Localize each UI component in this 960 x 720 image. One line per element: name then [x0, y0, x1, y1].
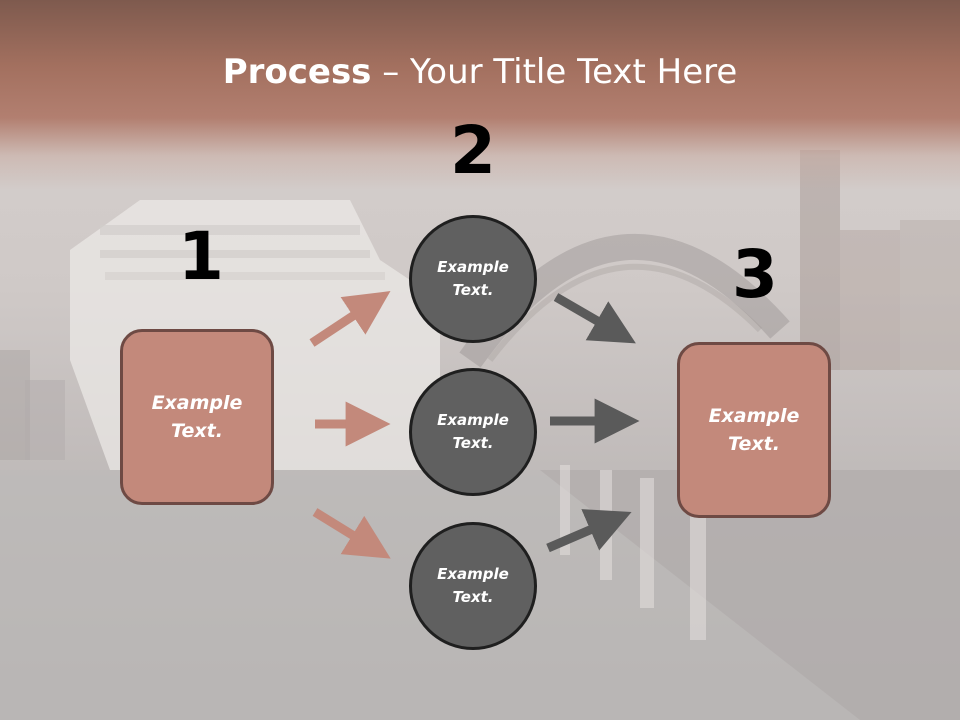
arrow-to-circle-bottom — [312, 508, 391, 559]
circle-bottom-label: Example Text. — [437, 564, 509, 606]
title-band — [0, 0, 960, 190]
arrow-from-circle-top — [553, 293, 636, 344]
step-3-box[interactable]: Example Text. — [677, 342, 831, 518]
title-bold: Process — [222, 52, 372, 92]
step-3-label: Example Text. — [708, 404, 800, 456]
circle-bottom[interactable]: Example Text. — [409, 522, 537, 650]
arrow-to-circle-top — [309, 291, 391, 347]
step-number-1: 1 — [178, 218, 224, 295]
circle-top[interactable]: Example Text. — [409, 215, 537, 343]
slide-title: Process – Your Title Text Here — [0, 52, 960, 92]
circle-middle[interactable]: Example Text. — [409, 368, 537, 496]
circle-top-label: Example Text. — [437, 257, 509, 299]
arrow-from-circle-bottom — [546, 509, 632, 553]
step-number-2: 2 — [450, 112, 496, 189]
title-rest: – Your Title Text Here — [371, 52, 738, 92]
circle-middle-label: Example Text. — [437, 410, 509, 452]
step-number-3: 3 — [732, 236, 778, 313]
step-1-label: Example Text. — [151, 391, 243, 443]
step-1-box[interactable]: Example Text. — [120, 329, 274, 505]
